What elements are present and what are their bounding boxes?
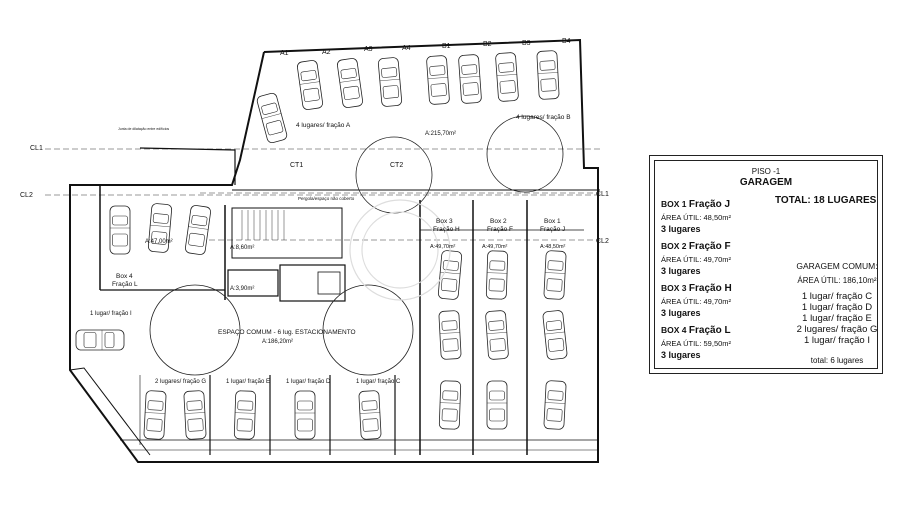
legend-title-garage: GARAGEM	[739, 177, 793, 188]
space-label-b3: B3	[522, 40, 531, 47]
box3-fraction: Fração H	[433, 226, 460, 233]
axis-label-cl2-left: CL2	[20, 192, 33, 199]
legend-total: TOTAL: 18 LUGARES	[775, 195, 877, 206]
junta-label: Junta de dilatação entre edifícios	[118, 127, 169, 131]
space-label-a2: A2	[322, 49, 331, 56]
legend-inner-frame: PISO -1 GARAGEM TOTAL: 18 LUGARES BOX 1 …	[654, 160, 878, 369]
legend-box-area: ÁREA ÚTIL: 49,70m²	[661, 255, 732, 264]
legend-common-line: 1 lugar/ fração I	[803, 335, 870, 346]
legend-box-area: ÁREA ÚTIL: 48,50m²	[661, 213, 732, 222]
legend-common-line: 1 lugar/ fração E	[802, 313, 872, 324]
axis-lines	[45, 148, 600, 241]
pergola-label: Pergola/espaço não coberto	[298, 196, 355, 201]
box4-fraction: Fração L	[112, 281, 138, 288]
box2-name: Box 2	[490, 218, 507, 225]
common-space-area: A:186,20m²	[262, 339, 293, 345]
axis-label-cl2-right: CL2	[596, 238, 609, 245]
lugar-g-label: 2 lugares/ fração G	[155, 379, 206, 385]
garage-floor-plan: A1 A2 A3 A4 B1 B2 B3 B4 CL1 CL2 CL1 CL2 …	[20, 38, 609, 463]
stair-area: A:8,60m²	[230, 245, 254, 251]
legend-box-label: BOX 4	[661, 325, 687, 335]
zone-b-label: 4 lugares/ fração B	[516, 114, 571, 121]
legend-box-area: ÁREA ÚTIL: 59,50m²	[661, 339, 732, 348]
legend-box-count: 3 lugares	[661, 308, 701, 318]
axis-label-cl1-left: CL1	[30, 145, 43, 152]
space-label-b1: B1	[442, 43, 451, 50]
box1-name: Box 1	[544, 218, 561, 225]
legend-box-count: 3 lugares	[661, 350, 701, 360]
box4-name: Box 4	[116, 273, 133, 280]
legend-common-line: 2 lugares/ fração G	[796, 324, 878, 335]
box3-name: Box 3	[436, 218, 453, 225]
legend-panel: PISO -1 GARAGEM TOTAL: 18 LUGARES BOX 1 …	[649, 155, 883, 374]
lugar-e-label: 1 lugar/ fração E	[226, 379, 270, 385]
axis-label-cl1-right: CL1	[596, 191, 609, 198]
box1-fraction: Fração J	[540, 226, 565, 233]
space-label-a4: A4	[402, 45, 411, 52]
space-label-b2: B2	[483, 41, 492, 48]
ct1-label: CT1	[290, 162, 303, 169]
space-label-a3: A3	[364, 46, 373, 53]
common-space-title: ESPAÇO COMUM - 6 lug. ESTACIONAMENTO	[218, 329, 356, 336]
legend-box-fraction: Fração F	[688, 241, 731, 252]
legend-box-area: ÁREA ÚTIL: 49,70m²	[661, 297, 732, 306]
legend-title-floor: PISO -1	[751, 167, 781, 176]
legend-common-area: ÁREA ÚTIL: 186,10m²	[797, 276, 877, 285]
lugar-d-label: 1 lugar/ fração D	[286, 379, 331, 385]
legend-box-entry: BOX 1 Fração J ÁREA ÚTIL: 48,50m² 3 luga…	[661, 199, 771, 234]
lugar-i-label: 1 lugar/ fração I	[90, 311, 132, 317]
lugar-c-label: 1 lugar/ fração C	[356, 379, 401, 385]
legend-box-count: 3 lugares	[661, 266, 701, 276]
space-label-a1: A1	[280, 50, 289, 57]
legend-common-line: 1 lugar/ fração D	[801, 302, 873, 313]
legend-box-fraction: Fração J	[688, 199, 731, 210]
small-area: A:3,90m²	[230, 286, 254, 292]
legend-common-title: GARAGEM COMUM:	[796, 261, 878, 271]
legend-box-fraction: Fração L	[688, 325, 731, 336]
stair-treads	[241, 210, 285, 240]
legend-common-total: total: 6 lugares	[810, 356, 864, 365]
space-label-b4: B4	[562, 38, 571, 45]
legend-box-label: BOX 1	[661, 199, 687, 209]
box2-area: A:49,70m²	[482, 244, 508, 250]
legend-box-fraction: Fração H	[688, 283, 732, 294]
legend-box-entry: BOX 3 Fração H ÁREA ÚTIL: 49,70m² 3 luga…	[661, 283, 771, 318]
box2-fraction: Fração F	[487, 226, 513, 233]
box1-area: A:48,50m²	[540, 244, 566, 250]
box4-area: A:47,00m²	[145, 239, 173, 245]
watermark-seal	[349, 199, 451, 301]
legend-box-label: BOX 3	[661, 283, 687, 293]
zone-a-label: 4 lugares/ fração A	[296, 122, 351, 129]
legend-box-count: 3 lugares	[661, 224, 701, 234]
ct2-label: CT2	[390, 162, 403, 169]
legend-box-label: BOX 2	[661, 241, 687, 251]
legend-box-entry: BOX 4 Fração L ÁREA ÚTIL: 59,50m² 3 luga…	[661, 325, 771, 360]
area-top-label: A:215,70m²	[425, 131, 456, 137]
box3-area: A:49,70m²	[430, 244, 456, 250]
legend-box-entry: BOX 2 Fração F ÁREA ÚTIL: 49,70m² 3 luga…	[661, 241, 771, 276]
interior-walls	[99, 147, 600, 455]
legend-common-line: 1 lugar/ fração C	[801, 291, 873, 302]
